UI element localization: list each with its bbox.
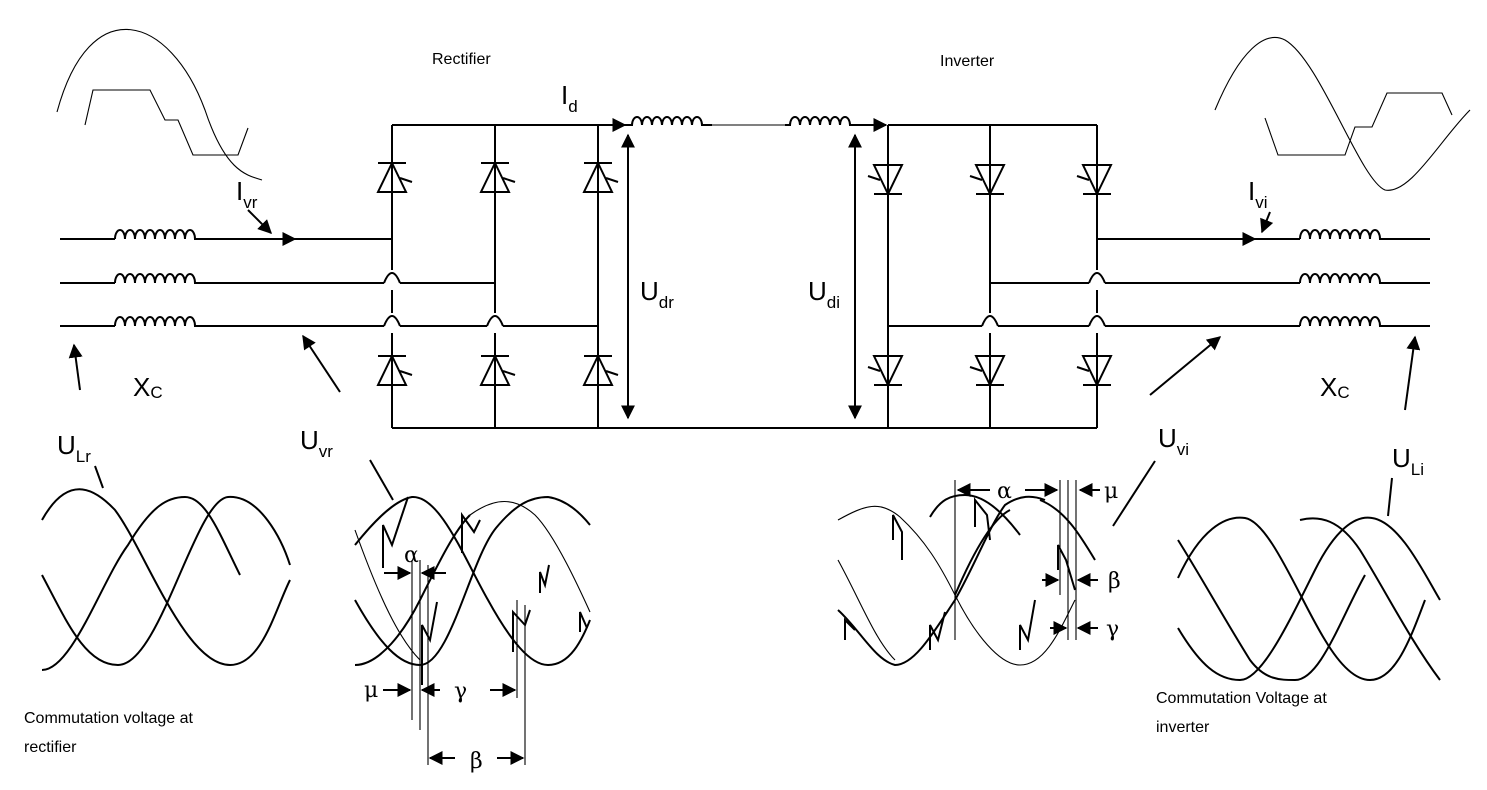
svg-text:Uvr: Uvr — [300, 425, 333, 461]
alpha-label-r: α — [404, 543, 419, 568]
thyristor-i4 — [867, 355, 904, 388]
inverter-bridge — [618, 124, 1106, 429]
rectifier-valve-voltage-waveform — [354, 495, 591, 765]
xc-right-label: XC — [1320, 372, 1350, 402]
svg-text:ULi: ULi — [1392, 443, 1424, 479]
beta-label-r: β — [470, 749, 483, 774]
inverter-valve-voltage-waveform — [837, 480, 1096, 667]
thyristor-i3 — [1076, 164, 1113, 197]
udi-arrow: Udi — [808, 133, 862, 420]
dc-link — [598, 116, 888, 132]
thyristor-r6 — [582, 353, 619, 386]
rectifier-bridge — [383, 124, 628, 429]
inverter-caption-line2: inverter — [1156, 719, 1210, 736]
gamma-label-r: γ — [454, 679, 467, 704]
thyristor-r5 — [479, 353, 516, 386]
rectifier-thyristors — [376, 160, 619, 386]
rectifier-title: Rectifier — [432, 51, 491, 68]
rectifier-caption-line1: Commutation voltage at — [24, 710, 194, 727]
thyristor-r2 — [479, 160, 516, 193]
ivi-label: Ivi — [1248, 176, 1274, 234]
thyristor-r1 — [376, 160, 413, 193]
thyristor-i6 — [1076, 355, 1113, 388]
mu-label-r: μ — [364, 678, 378, 703]
dc-current-label: Id — [561, 80, 578, 116]
uvi-pointer: Uvi — [1112, 336, 1222, 527]
gamma-label-i: γ — [1106, 617, 1119, 642]
inverter-caption-line1: Commutation Voltage at — [1156, 690, 1327, 707]
svg-text:Ivi: Ivi — [1248, 176, 1268, 212]
beta-label-i: β — [1108, 569, 1121, 594]
rectifier-caption-line2: rectifier — [24, 739, 77, 756]
svg-text:Udi: Udi — [808, 276, 840, 312]
udr-arrow: Udr — [621, 133, 674, 420]
svg-text:Uvi: Uvi — [1158, 423, 1189, 459]
inverter-thyristors — [867, 164, 1113, 388]
inverter-ac-waveform — [1214, 37, 1471, 191]
ulr-pointer: ULr — [57, 343, 104, 489]
alpha-label-i: α — [997, 479, 1012, 504]
rectifier-line-voltage-waveform — [41, 488, 291, 671]
rectifier-ac-waveform — [56, 29, 263, 181]
xc-left-label: XC — [133, 372, 163, 402]
thyristor-i2 — [969, 164, 1006, 197]
thyristor-i5 — [969, 355, 1006, 388]
svg-text:Ivr: Ivr — [236, 176, 258, 212]
svg-text:ULr: ULr — [57, 430, 91, 466]
uli-pointer: ULi — [1387, 335, 1424, 517]
inverter-line-voltage-waveform — [1177, 516, 1441, 682]
inverter-title: Inverter — [940, 53, 995, 70]
uvr-pointer: Uvr — [300, 334, 394, 501]
mu-label-i: μ — [1104, 479, 1118, 504]
rectifier-angle-markers: α μ γ β — [364, 543, 525, 774]
thyristor-r4 — [376, 353, 413, 386]
inverter-angle-markers: α μ β γ — [956, 479, 1121, 642]
thyristor-i1 — [867, 164, 904, 197]
ivr-label: Ivr — [236, 176, 272, 234]
svg-text:Id: Id — [561, 80, 578, 116]
inverter-ac-lines — [888, 229, 1430, 327]
svg-text:Udr: Udr — [640, 276, 674, 312]
thyristor-r3 — [582, 160, 619, 193]
rectifier-ac-lines — [60, 229, 598, 327]
